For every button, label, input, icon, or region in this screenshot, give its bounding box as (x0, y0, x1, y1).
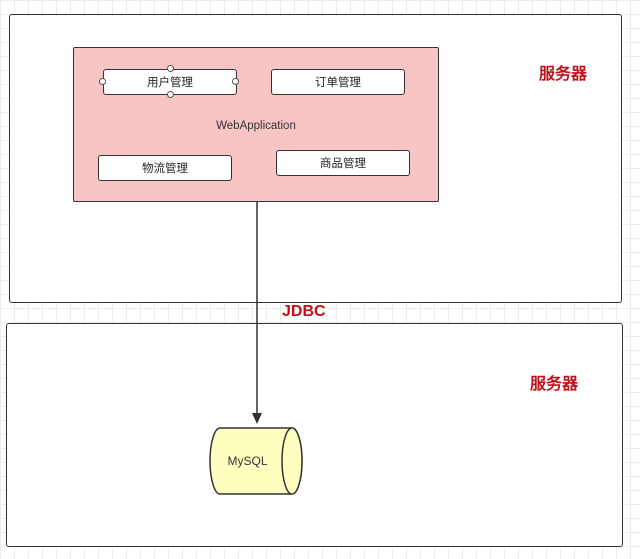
module-product-management-label: 商品管理 (320, 158, 366, 170)
module-logistics-management-label: 物流管理 (142, 163, 188, 175)
connector-arrowhead (252, 413, 262, 424)
module-order-management[interactable]: 订单管理 (271, 69, 405, 95)
mysql-label: MySQL (227, 454, 268, 468)
jdbc-label: JDBC (282, 303, 326, 320)
server-label-top: 服务器 (539, 64, 588, 83)
module-product-management[interactable]: 商品管理 (276, 150, 410, 176)
module-user-management[interactable]: 用户管理 (99, 65, 239, 98)
selection-handle-left[interactable] (99, 78, 106, 85)
webapplication-label: WebApplication (216, 120, 296, 132)
selection-handle-bottom[interactable] (167, 91, 174, 98)
module-logistics-management[interactable]: 物流管理 (98, 155, 232, 181)
module-user-management-label: 用户管理 (147, 77, 193, 89)
server-label-bottom: 服务器 (530, 374, 579, 393)
server-box-bottom (6, 323, 623, 547)
selection-handle-right[interactable] (232, 78, 239, 85)
selection-handle-top[interactable] (167, 65, 174, 72)
webapplication-container[interactable]: 用户管理 订单管理 WebApplication 物流管理 商品管理 (73, 47, 439, 202)
mysql-database-cylinder[interactable] (209, 427, 303, 495)
module-order-management-label: 订单管理 (315, 77, 361, 89)
